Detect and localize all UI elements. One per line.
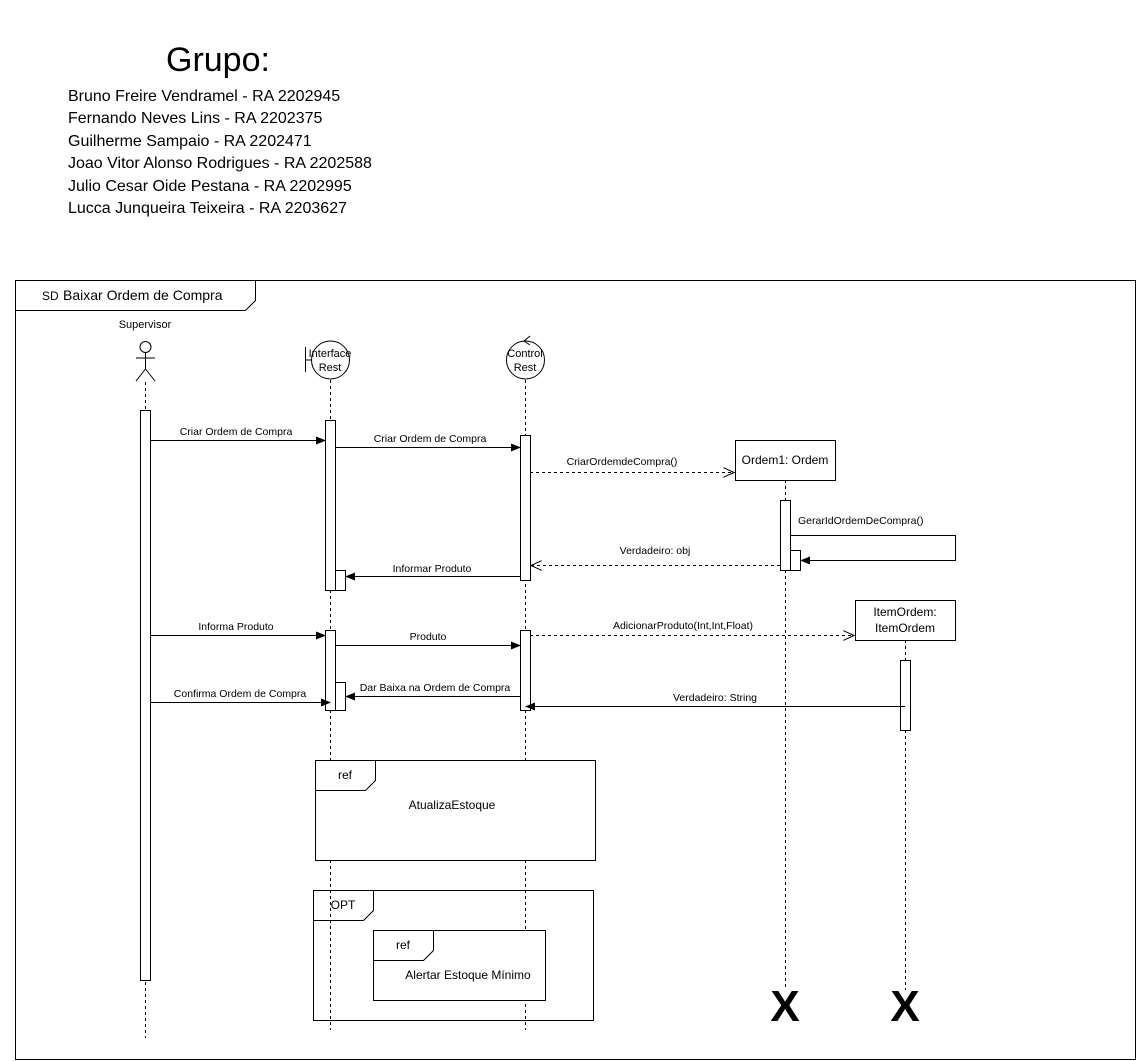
messages <box>150 436 956 711</box>
message-labels: Criar Ordem de Compra Criar Ordem de Com… <box>174 426 924 704</box>
interface-activation-1 <box>325 420 336 591</box>
interface-label-line1: Interface <box>309 348 352 360</box>
member-item: Joao Vitor Alonso Rodrigues - RA 2202588 <box>68 155 372 173</box>
interface-activation-2 <box>325 630 336 711</box>
member-list: Bruno Freire Vendramel - RA 2202945 Fern… <box>68 86 372 220</box>
item-activation <box>900 660 911 731</box>
actor-icon <box>135 341 156 382</box>
frame-keyword: SD <box>42 289 59 303</box>
ordem-object-label: Ordem1: Ordem <box>742 453 829 467</box>
message-label: Criar Ordem de Compra <box>374 433 487 445</box>
item-object-label-line2: ItemOrdem <box>875 621 935 635</box>
ordem-object-box <box>735 440 836 481</box>
message-label: Confirma Ordem de Compra <box>174 688 307 700</box>
control-activation-2 <box>520 630 531 711</box>
member-item: Julio Cesar Oide Pestana - RA 2202995 <box>68 177 352 195</box>
fragment-keyword: ref <box>396 938 411 952</box>
supervisor-activation <box>140 410 151 981</box>
message-label: AdicionarProduto(Int,Int,Float) <box>613 620 753 632</box>
destroy-marker-item: X <box>890 982 919 1031</box>
member-item: Guilherme Sampaio - RA 2202471 <box>68 132 312 150</box>
control-icon <box>506 335 545 380</box>
message-label: CriarOrdemdeCompra() <box>567 456 678 468</box>
ref-fragment-atualiza: ref AtualizaEstoque <box>315 760 596 861</box>
message-label: Verdadeiro: obj <box>620 545 691 557</box>
boundary-icon <box>305 340 350 380</box>
message-label: Dar Baixa na Ordem de Compra <box>360 682 511 694</box>
lifelines-overlay <box>330 890 526 1030</box>
group-title: Grupo: <box>166 41 270 79</box>
control-label-line1: Control <box>507 348 542 360</box>
actor-label: Supervisor <box>119 319 172 331</box>
interface-activation-2-nested <box>335 682 346 711</box>
message-label: Informar Produto <box>393 563 472 575</box>
interface-label-line2: Rest <box>319 362 342 374</box>
interface-activation-1-nested <box>335 570 346 591</box>
item-object-label-line1: ItemOrdem: <box>873 605 936 619</box>
message-label: Verdadeiro: String <box>673 692 757 704</box>
fragment-keyword: ref <box>338 768 353 782</box>
item-object-box <box>855 600 956 641</box>
frame-title: Baixar Ordem de Compra <box>63 287 223 303</box>
message-label: Informa Produto <box>198 621 273 633</box>
control-label-line2: Rest <box>514 362 537 374</box>
ordem-activation-nested <box>790 550 801 571</box>
message-label: Produto <box>410 631 447 643</box>
activations <box>140 410 911 981</box>
fragment-keyword: OPT <box>331 898 356 912</box>
fragment-name: Alertar Estoque Mínimo <box>405 968 531 982</box>
self-message-arrow <box>790 535 956 565</box>
fragment-name: AtualizaEstoque <box>409 798 496 812</box>
ref-fragment-alertar: ref Alertar Estoque Mínimo <box>373 930 546 1001</box>
member-item: Lucca Junqueira Teixeira - RA 2203627 <box>68 200 347 218</box>
member-item: Fernando Neves Lins - RA 2202375 <box>68 110 323 128</box>
destroy-marker-ordem: X <box>770 982 799 1031</box>
member-item: Bruno Freire Vendramel - RA 2202945 <box>68 88 341 105</box>
control-activation-1 <box>520 435 531 581</box>
message-label: Criar Ordem de Compra <box>180 426 293 438</box>
ordem-activation <box>780 500 791 571</box>
message-label: GerarIdOrdemDeCompra() <box>798 515 923 527</box>
